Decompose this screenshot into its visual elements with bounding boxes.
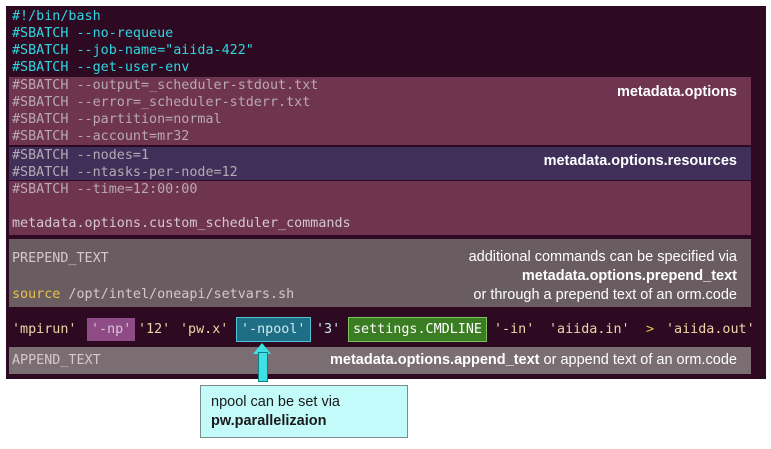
npool-note-box: npool can be set via pw.parallelizaion xyxy=(200,385,408,438)
token-out-file: 'aiida.out' xyxy=(666,322,755,337)
source-keyword: source xyxy=(12,287,61,302)
time-line: #SBATCH --time=12:00:00 xyxy=(12,182,198,197)
token-mpirun: 'mpirun' xyxy=(12,322,77,337)
token-npool: '-npool' xyxy=(236,317,311,342)
token-settings-cmdline: settings.CMDLINE xyxy=(348,317,487,342)
ntasks-line: #SBATCH --ntasks-per-node=12 xyxy=(12,165,238,180)
output-line: #SBATCH --output=_scheduler-stdout.txt xyxy=(12,78,319,93)
token-npool-value: '3' xyxy=(316,322,341,337)
arrow-up-icon xyxy=(253,343,271,354)
error-line: #SBATCH --error=_scheduler-stderr.txt xyxy=(12,95,311,110)
custom-commands-line: metadata.options.custom_scheduler_comman… xyxy=(12,216,351,231)
custom-commands-block xyxy=(9,181,751,235)
arrow-stem xyxy=(258,352,268,382)
prepend-label-line2: metadata.options.prepend_text xyxy=(521,268,737,284)
options-label: metadata.options xyxy=(616,84,737,100)
append-block xyxy=(9,347,751,374)
prepend-label-line1: additional commands can be specified via xyxy=(468,249,737,265)
prepend-label-line3: or through a prepend text of an orm.code xyxy=(473,287,737,303)
partition-line: #SBATCH --partition=normal xyxy=(12,112,222,127)
job-name-line: #SBATCH --job-name="aiida-422" xyxy=(12,43,254,58)
append-label-rest: or append text of an orm.code xyxy=(539,352,737,368)
token-in-flag: '-in' xyxy=(494,322,535,337)
nodes-line: #SBATCH --nodes=1 xyxy=(12,148,150,163)
token-in-file: 'aiida.in' xyxy=(549,322,630,337)
append-label-bold: metadata.options.append_text xyxy=(330,352,540,368)
note-line1: npool can be set via xyxy=(211,394,340,410)
source-line: source /opt/intel/oneapi/setvars.sh xyxy=(12,286,294,303)
token-np: '-np' xyxy=(87,318,136,341)
token-redirect: > xyxy=(646,322,655,337)
append-label: metadata.options.append_text or append t… xyxy=(330,351,737,369)
prepend-block xyxy=(9,239,751,307)
options-block xyxy=(9,77,751,145)
prepend-text-line: PREPEND_TEXT xyxy=(12,251,109,266)
resources-label: metadata.options.resources xyxy=(543,153,737,169)
account-line: #SBATCH --account=mr32 xyxy=(12,129,190,144)
no-requeue-line: #SBATCH --no-requeue xyxy=(12,26,174,41)
note-line2: pw.parallelizaion xyxy=(211,413,327,429)
resources-block xyxy=(9,147,751,180)
get-user-env-line: #SBATCH --get-user-env xyxy=(12,60,190,75)
source-path: /opt/intel/oneapi/setvars.sh xyxy=(60,287,295,302)
token-np-value: '12' xyxy=(138,322,171,337)
token-executable: 'pw.x' xyxy=(180,322,229,337)
shebang-line: #!/bin/bash xyxy=(12,9,101,24)
append-text-line: APPEND_TEXT xyxy=(12,353,101,368)
